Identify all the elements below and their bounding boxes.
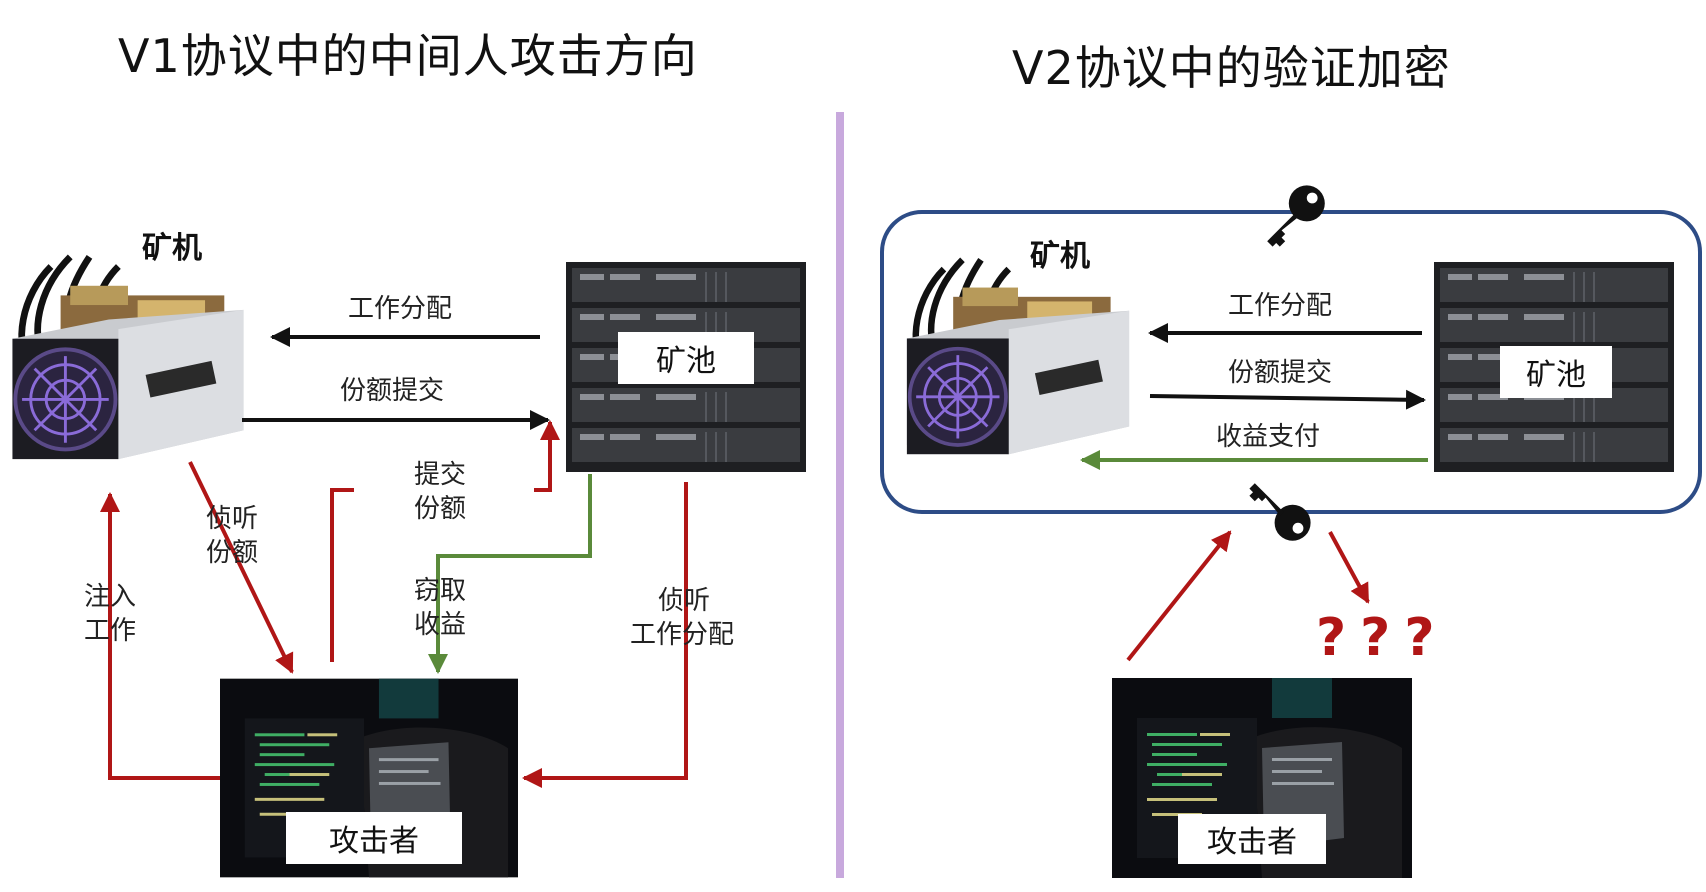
right-miner-label: 矿机 [1030, 239, 1090, 274]
key-icon [1267, 185, 1325, 247]
label-inject-work-line2: 工作 [84, 616, 137, 646]
arrow-inject-work [100, 492, 220, 780]
arrow-sniff-work [522, 482, 688, 788]
label-sniff-share-line1: 侦听 [206, 504, 259, 534]
panel-divider [836, 112, 844, 878]
arrow-steal-reward [428, 474, 592, 674]
left-title: V1协议中的中间人攻击方向 [118, 29, 698, 83]
label-sniff-work-line2: 工作分配 [630, 620, 735, 650]
label-inject-work-line1: 注入 [84, 582, 137, 612]
arrow-submit-share-end [534, 420, 560, 492]
arrow-attack-fail [1328, 531, 1370, 604]
label-sniff-share-line2: 份额 [206, 538, 259, 568]
left-miner-label: 矿机 [142, 231, 202, 266]
label-submit-share-line1: 提交 [414, 460, 467, 490]
label-steal-reward-line2: 收益 [414, 610, 467, 640]
label-share-submit: 份额提交 [340, 376, 445, 406]
label-work-assign: 工作分配 [1228, 291, 1333, 321]
right-pool-label: 矿池 [1500, 346, 1612, 398]
left-pool-label: 矿池 [618, 332, 754, 384]
label-steal-reward-line1: 窃取 [414, 576, 467, 606]
mining-rig-icon [907, 260, 1129, 454]
label-sniff-work-line1: 侦听 [658, 586, 711, 616]
mining-rig-icon [12, 257, 243, 459]
arrow-sniff-share [188, 461, 294, 674]
label-reward-pay: 收益支付 [1216, 422, 1321, 452]
right-attacker-label: 攻击者 [1178, 814, 1326, 864]
arrow-attack-attempt [1126, 530, 1232, 662]
right-title: V2协议中的验证加密 [1012, 41, 1451, 95]
label-submit-share-line2: 份额 [414, 494, 467, 524]
left-attacker-label: 攻击者 [286, 812, 462, 864]
label-share-submit: 份额提交 [1228, 358, 1333, 388]
label-work-assign: 工作分配 [348, 294, 453, 324]
question-marks: ??? [1316, 608, 1449, 668]
arrow-submit-share-start [330, 488, 354, 662]
arrow-share-submit [1149, 389, 1426, 410]
